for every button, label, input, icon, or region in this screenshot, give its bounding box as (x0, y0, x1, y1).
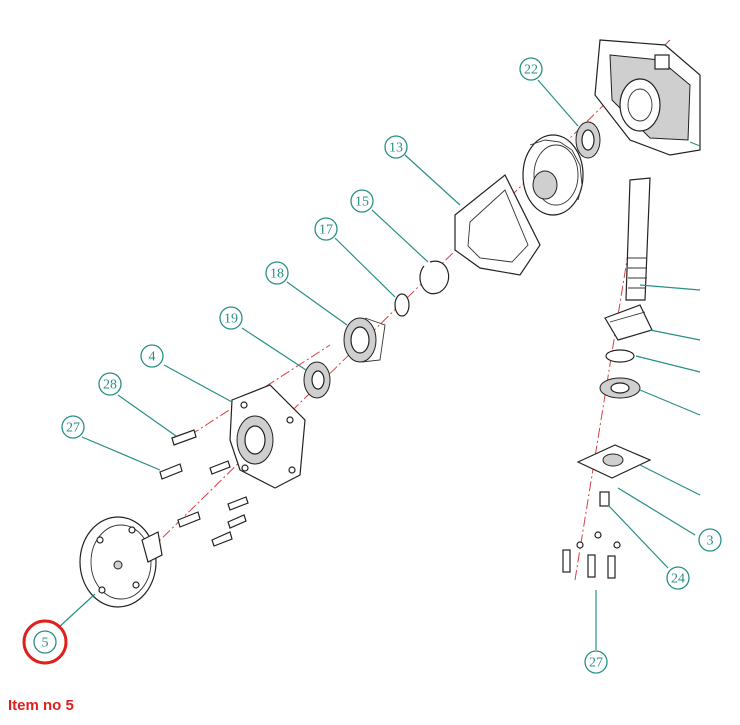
callout-27-right-label: 27 (589, 656, 603, 671)
bearing-22 (575, 121, 601, 159)
callout-15-label: 15 (355, 195, 369, 210)
callout-3[interactable]: 3 (698, 528, 722, 552)
bolts-set-right (562, 491, 621, 579)
bearing-18 (343, 317, 386, 363)
bevel-gear (522, 134, 584, 216)
callout-22-label: 22 (524, 63, 538, 78)
seal-19 (303, 361, 331, 399)
washer-right (605, 349, 635, 363)
gearbox-housing (594, 39, 701, 156)
callout-17[interactable]: 17 (314, 217, 338, 241)
snap-ring-15 (419, 260, 450, 295)
callout-4[interactable]: 4 (140, 344, 164, 368)
callout-18[interactable]: 18 (265, 261, 289, 285)
callout-13-label: 13 (389, 141, 403, 156)
callout-24-label: 24 (671, 572, 685, 587)
snap-ring-17 (394, 293, 410, 317)
callout-17-label: 17 (319, 223, 333, 238)
bolts-set-left (159, 429, 249, 547)
flange-housing-4 (229, 384, 306, 489)
callout-24[interactable]: 24 (666, 566, 690, 590)
assembly-axis-main (149, 39, 671, 551)
callout-15[interactable]: 15 (350, 189, 374, 213)
callout-5-label: 5 (42, 636, 49, 651)
gasket-13 (454, 174, 541, 276)
callout-13[interactable]: 13 (384, 135, 408, 159)
callout-5[interactable]: 5 (22, 619, 68, 665)
callout-27-right[interactable]: 27 (584, 650, 608, 674)
callout-27-left-label: 27 (66, 421, 80, 436)
callout-4-label: 4 (149, 350, 156, 365)
shaft-flange-5 (79, 516, 163, 608)
flange-plate-right (576, 444, 652, 479)
bearing-right (599, 377, 641, 399)
callout-3-label: 3 (707, 534, 714, 549)
callout-28[interactable]: 28 (98, 372, 122, 396)
highlight-ring (22, 619, 68, 665)
callout-27-left[interactable]: 27 (61, 415, 85, 439)
item-caption: Item no 5 (8, 697, 74, 714)
pinion-gear (604, 304, 653, 341)
callout-18-label: 18 (270, 267, 284, 282)
callout-22[interactable]: 22 (519, 57, 543, 81)
callout-28-label: 28 (103, 378, 117, 393)
vertical-shaft (625, 177, 651, 301)
callout-19[interactable]: 19 (219, 306, 243, 330)
callout-19-label: 19 (224, 312, 238, 327)
